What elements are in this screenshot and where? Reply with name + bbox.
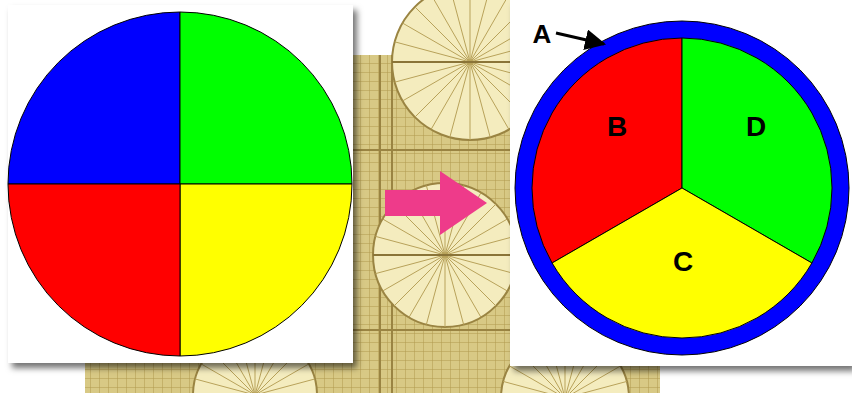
right-panel	[510, 0, 852, 366]
quadrant-yellow	[180, 184, 352, 356]
quadrant-green	[180, 12, 352, 184]
quadrant-blue	[8, 12, 180, 184]
region-label: D	[746, 113, 766, 141]
quadrant-red	[8, 184, 180, 356]
ring-region: A B D C	[514, 20, 850, 356]
sector-fill	[552, 188, 812, 338]
sector-shape	[532, 38, 832, 338]
ring-fill	[515, 21, 849, 355]
leader-arrow	[556, 33, 604, 44]
panel-ground	[8, 5, 353, 363]
region-label: B	[607, 113, 627, 141]
region-label: C	[673, 248, 693, 276]
transition-arrow	[385, 171, 487, 235]
sector-region: C	[532, 38, 832, 338]
left-panel	[8, 5, 353, 363]
region-label: A	[533, 21, 552, 47]
